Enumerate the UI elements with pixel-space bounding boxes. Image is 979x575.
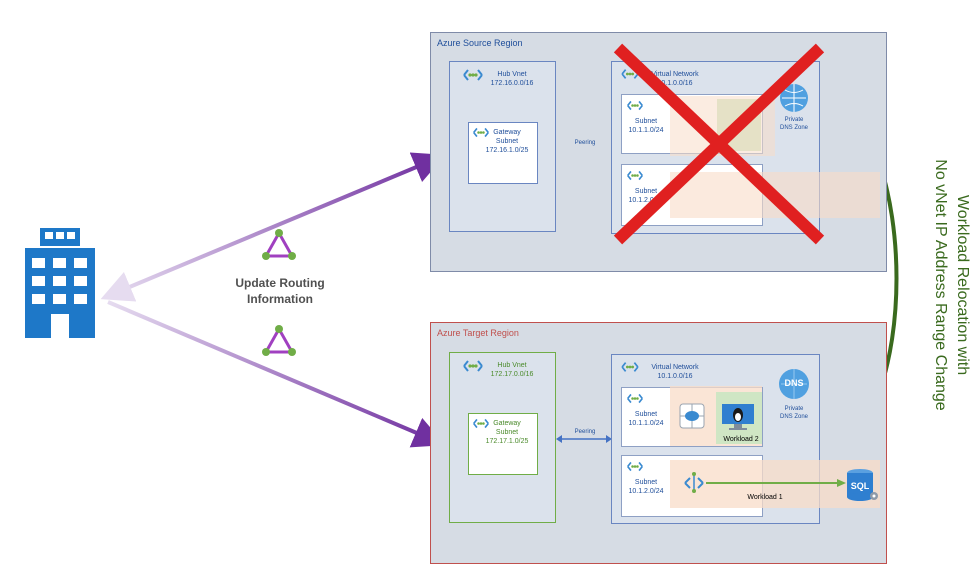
workload2-label: Workload 2	[723, 436, 759, 443]
routing-triangle-icon-top	[262, 229, 296, 260]
source-hub-vnet: Hub Vnet 172.16.0.0/16 Gateway Subnet 17…	[449, 61, 556, 232]
target-dns-label: Private DNS Zone	[770, 405, 818, 421]
gateway-line1: Gateway	[493, 420, 521, 427]
target-vnet-label: Virtual Network 10.1.0.0/16	[640, 363, 710, 381]
vnet-icon	[473, 418, 489, 429]
source-gateway-subnet: Gateway Subnet 172.16.1.0/25	[468, 122, 538, 184]
vm-linux-icon	[722, 404, 754, 430]
target-peering-label: Peering	[574, 429, 596, 435]
source-hub-vnet-label: Hub Vnet 172.16.0.0/16	[482, 70, 542, 88]
sql-database-icon	[847, 469, 878, 501]
red-x-cross-icon	[613, 43, 825, 245]
target-region-title: Azure Target Region	[437, 328, 519, 338]
dns-line1: Private	[784, 117, 804, 123]
routing-label: Update Routing Information	[200, 275, 360, 307]
source-gateway-label: Gateway Subnet 172.16.1.0/25	[477, 128, 537, 155]
dns-zone-icon	[779, 369, 809, 399]
dns-line2: DNS Zone	[779, 125, 808, 131]
private-endpoint-icon	[684, 472, 704, 493]
subnet-cidr: 10.1.1.0/24	[628, 127, 664, 134]
side-title-text: Workload Relocation with No vNet IP Addr…	[929, 35, 973, 535]
hub-vnet-cidr: 172.17.0.0/16	[490, 371, 534, 378]
route-arrow-to-target	[107, 300, 446, 448]
target-gateway-label: Gateway Subnet 172.17.1.0/25	[477, 419, 537, 446]
subnet-icon	[627, 461, 643, 472]
target-hub-vnet: Hub Vnet 172.17.0.0/16 Gateway Subnet 17…	[449, 352, 556, 523]
source-peering-label: Peering	[574, 140, 596, 146]
vnet-icon	[463, 69, 483, 81]
subnet-cidr: 10.1.2.0/24	[628, 488, 664, 495]
vnet-name: Virtual Network	[651, 364, 699, 371]
app-service-icon	[679, 403, 705, 429]
target-gateway-subnet: Gateway Subnet 172.17.1.0/25	[468, 413, 538, 475]
gateway-line2: Subnet	[495, 429, 519, 436]
vnet-name: Virtual Network	[651, 71, 699, 78]
subnet-name: Subnet	[634, 118, 658, 125]
routing-label-line2: Information	[247, 292, 313, 306]
side-title-line1: Workload Relocation with	[954, 194, 971, 376]
side-title: Workload Relocation with No vNet IP Addr…	[915, 35, 975, 535]
source-vnet-label: Virtual Network 10.1.0.0/16	[640, 70, 710, 88]
hub-vnet-name: Hub Vnet	[497, 362, 527, 369]
dns-line1: Private	[784, 406, 804, 412]
subnet-cidr: 10.1.1.0/24	[628, 420, 664, 427]
dns-line2: DNS Zone	[779, 414, 808, 420]
target-dns-icon-text: DNS	[784, 378, 804, 388]
source-dns-label: Private DNS Zone	[770, 116, 818, 132]
subnet-name: Subnet	[634, 411, 658, 418]
subnet-cidr: 10.1.2.0/24	[628, 197, 664, 204]
target-subnet-2-label: Subnet 10.1.2.0/24	[622, 478, 670, 496]
route-arrow-to-source	[100, 152, 446, 302]
gateway-cidr: 172.17.1.0/25	[485, 438, 529, 445]
target-subnet-1-label: Subnet 10.1.1.0/24	[622, 410, 670, 428]
vnet-icon	[621, 69, 639, 79]
subnet-icon	[627, 170, 643, 181]
routing-triangle-icon-bottom	[262, 325, 296, 356]
side-title-line2: No vNet IP Address Range Change	[932, 159, 949, 411]
subnet-name: Subnet	[634, 188, 658, 195]
source-subnet-1-label: Subnet 10.1.1.0/24	[622, 117, 670, 135]
gateway-line2: Subnet	[495, 138, 519, 145]
hub-vnet-name: Hub Vnet	[497, 71, 527, 78]
subnet-name: Subnet	[634, 479, 658, 486]
target-hub-vnet-label: Hub Vnet 172.17.0.0/16	[482, 361, 542, 379]
peering-arrow-target	[556, 435, 612, 443]
subnet-icon	[627, 393, 643, 404]
workload1-arrow	[706, 479, 846, 487]
dns-zone-icon	[780, 84, 808, 112]
workload1-label: Workload 1	[747, 494, 783, 501]
vnet-cidr: 10.1.0.0/16	[657, 373, 693, 380]
gateway-line1: Gateway	[493, 129, 521, 136]
hub-vnet-cidr: 172.16.0.0/16	[490, 80, 534, 87]
sql-label: SQL	[850, 481, 870, 491]
vnet-icon	[463, 360, 483, 372]
source-subnet-2-label: Subnet 10.1.2.0/24	[622, 187, 670, 205]
source-region-title: Azure Source Region	[437, 38, 523, 48]
building-icon	[25, 228, 95, 338]
vnet-icon	[473, 127, 489, 138]
vnet-icon	[621, 362, 639, 372]
gateway-cidr: 172.16.1.0/25	[485, 147, 529, 154]
subnet-icon	[627, 100, 643, 111]
routing-label-line1: Update Routing	[235, 276, 325, 290]
vnet-cidr: 10.1.0.0/16	[657, 80, 693, 87]
